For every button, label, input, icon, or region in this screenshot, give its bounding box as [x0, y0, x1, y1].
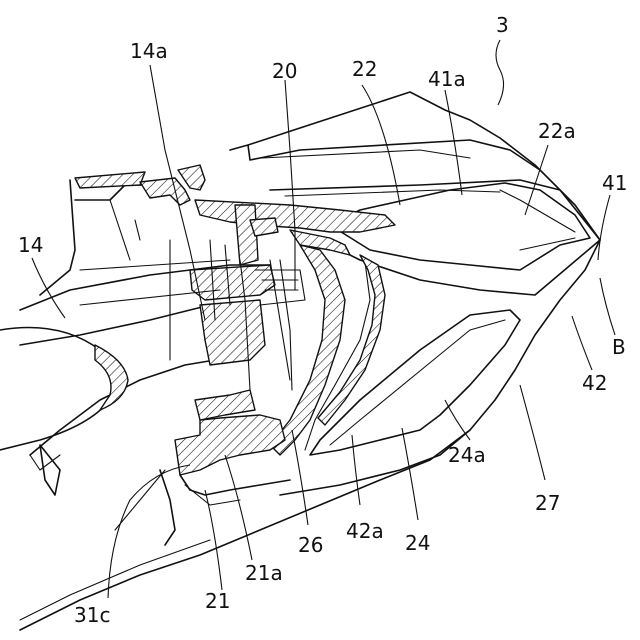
- label-24a: 24a: [448, 443, 486, 467]
- label-27: 27: [535, 491, 560, 515]
- label-22a: 22a: [538, 119, 576, 143]
- label-14a: 14a: [130, 39, 168, 63]
- label-21: 21: [205, 589, 230, 613]
- label-B: B: [612, 335, 626, 359]
- cross-section: [75, 165, 395, 505]
- label-24: 24: [405, 531, 430, 555]
- label-22: 22: [352, 57, 377, 81]
- lower-fairing-27: [20, 430, 470, 630]
- label-41: 41: [602, 171, 627, 195]
- label-26: 26: [298, 533, 323, 557]
- label-31c: 31c: [74, 603, 110, 627]
- label-42: 42: [582, 371, 607, 395]
- label-21a: 21a: [245, 561, 283, 585]
- label-42a: 42a: [346, 519, 384, 543]
- reference-labels: 3 14a 20 22 41a 22a 41 14 B 42 24a 27 26…: [18, 13, 627, 627]
- label-3: 3: [496, 13, 509, 37]
- label-20: 20: [272, 59, 297, 83]
- label-41a: 41a: [428, 67, 466, 91]
- label-14: 14: [18, 233, 43, 257]
